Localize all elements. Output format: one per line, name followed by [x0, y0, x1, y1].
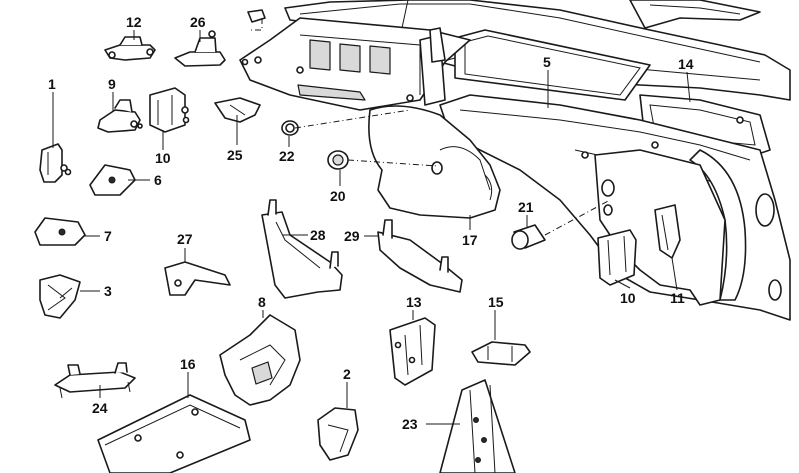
callout-25: 25: [227, 147, 243, 163]
part-15-bracket: [471, 341, 531, 366]
callout-16: 16: [180, 356, 196, 372]
callout-13: 13: [406, 294, 422, 310]
callout-1: 1: [48, 76, 56, 92]
callout-26: 26: [190, 14, 206, 30]
callout-10-right: 10: [620, 290, 636, 306]
part-17-wheel-housing: [368, 105, 501, 219]
firewall-assembly: [239, 0, 791, 321]
callout-27: 27: [177, 231, 193, 247]
callout-3: 3: [104, 283, 112, 299]
part-8-mount: [219, 314, 301, 406]
part-11-bracket: [654, 204, 681, 259]
callout-29: 29: [344, 228, 360, 244]
part-24-bracket: [54, 362, 136, 399]
part-9-bracket: [97, 99, 143, 133]
callout-9: 9: [108, 76, 116, 92]
callout-23: 23: [402, 416, 418, 432]
part-13-bracket: [389, 317, 436, 386]
part-12-clip: [104, 36, 156, 61]
callout-10-left: 10: [155, 150, 171, 166]
callout-11: 11: [670, 290, 685, 306]
callout-12: 12: [126, 14, 142, 30]
part-20-grommet: [327, 150, 349, 170]
callout-20: 20: [330, 188, 346, 204]
part-3-clip: [39, 274, 81, 319]
callout-28: 28: [310, 227, 326, 243]
part-28-support: [261, 199, 343, 299]
callout-21: 21: [518, 199, 534, 215]
leader-lines: [52, 0, 691, 425]
part-2-clip: [317, 407, 359, 461]
part-25-clip: [214, 97, 261, 123]
part-23-support: [439, 379, 516, 473]
callout-labels: 1 12 26 9 10 6 7 3 24 25 22 20 21 27 28 …: [48, 14, 694, 432]
part-7-plate: [34, 217, 86, 246]
callout-17: 17: [462, 232, 478, 248]
callout-7: 7: [104, 228, 112, 244]
callout-2: 2: [343, 366, 351, 382]
part-21-plug: [511, 224, 546, 250]
part-16-tray: [97, 394, 251, 473]
part-27-bracket: [164, 261, 231, 296]
part-10-bracket-left: [149, 87, 190, 133]
part-22-grommet: [281, 120, 299, 136]
part-4-grommet: [247, 9, 266, 23]
callout-22: 22: [279, 148, 295, 164]
part-10-bracket-right: [597, 229, 637, 286]
callout-14: 14: [678, 56, 694, 72]
callout-8: 8: [258, 294, 266, 310]
callout-5: 5: [543, 54, 551, 70]
part-29-bracket: [377, 219, 463, 293]
part-1-bracket: [39, 143, 72, 183]
callout-24: 24: [92, 400, 108, 416]
callout-15: 15: [488, 294, 504, 310]
callout-6: 6: [154, 172, 162, 188]
